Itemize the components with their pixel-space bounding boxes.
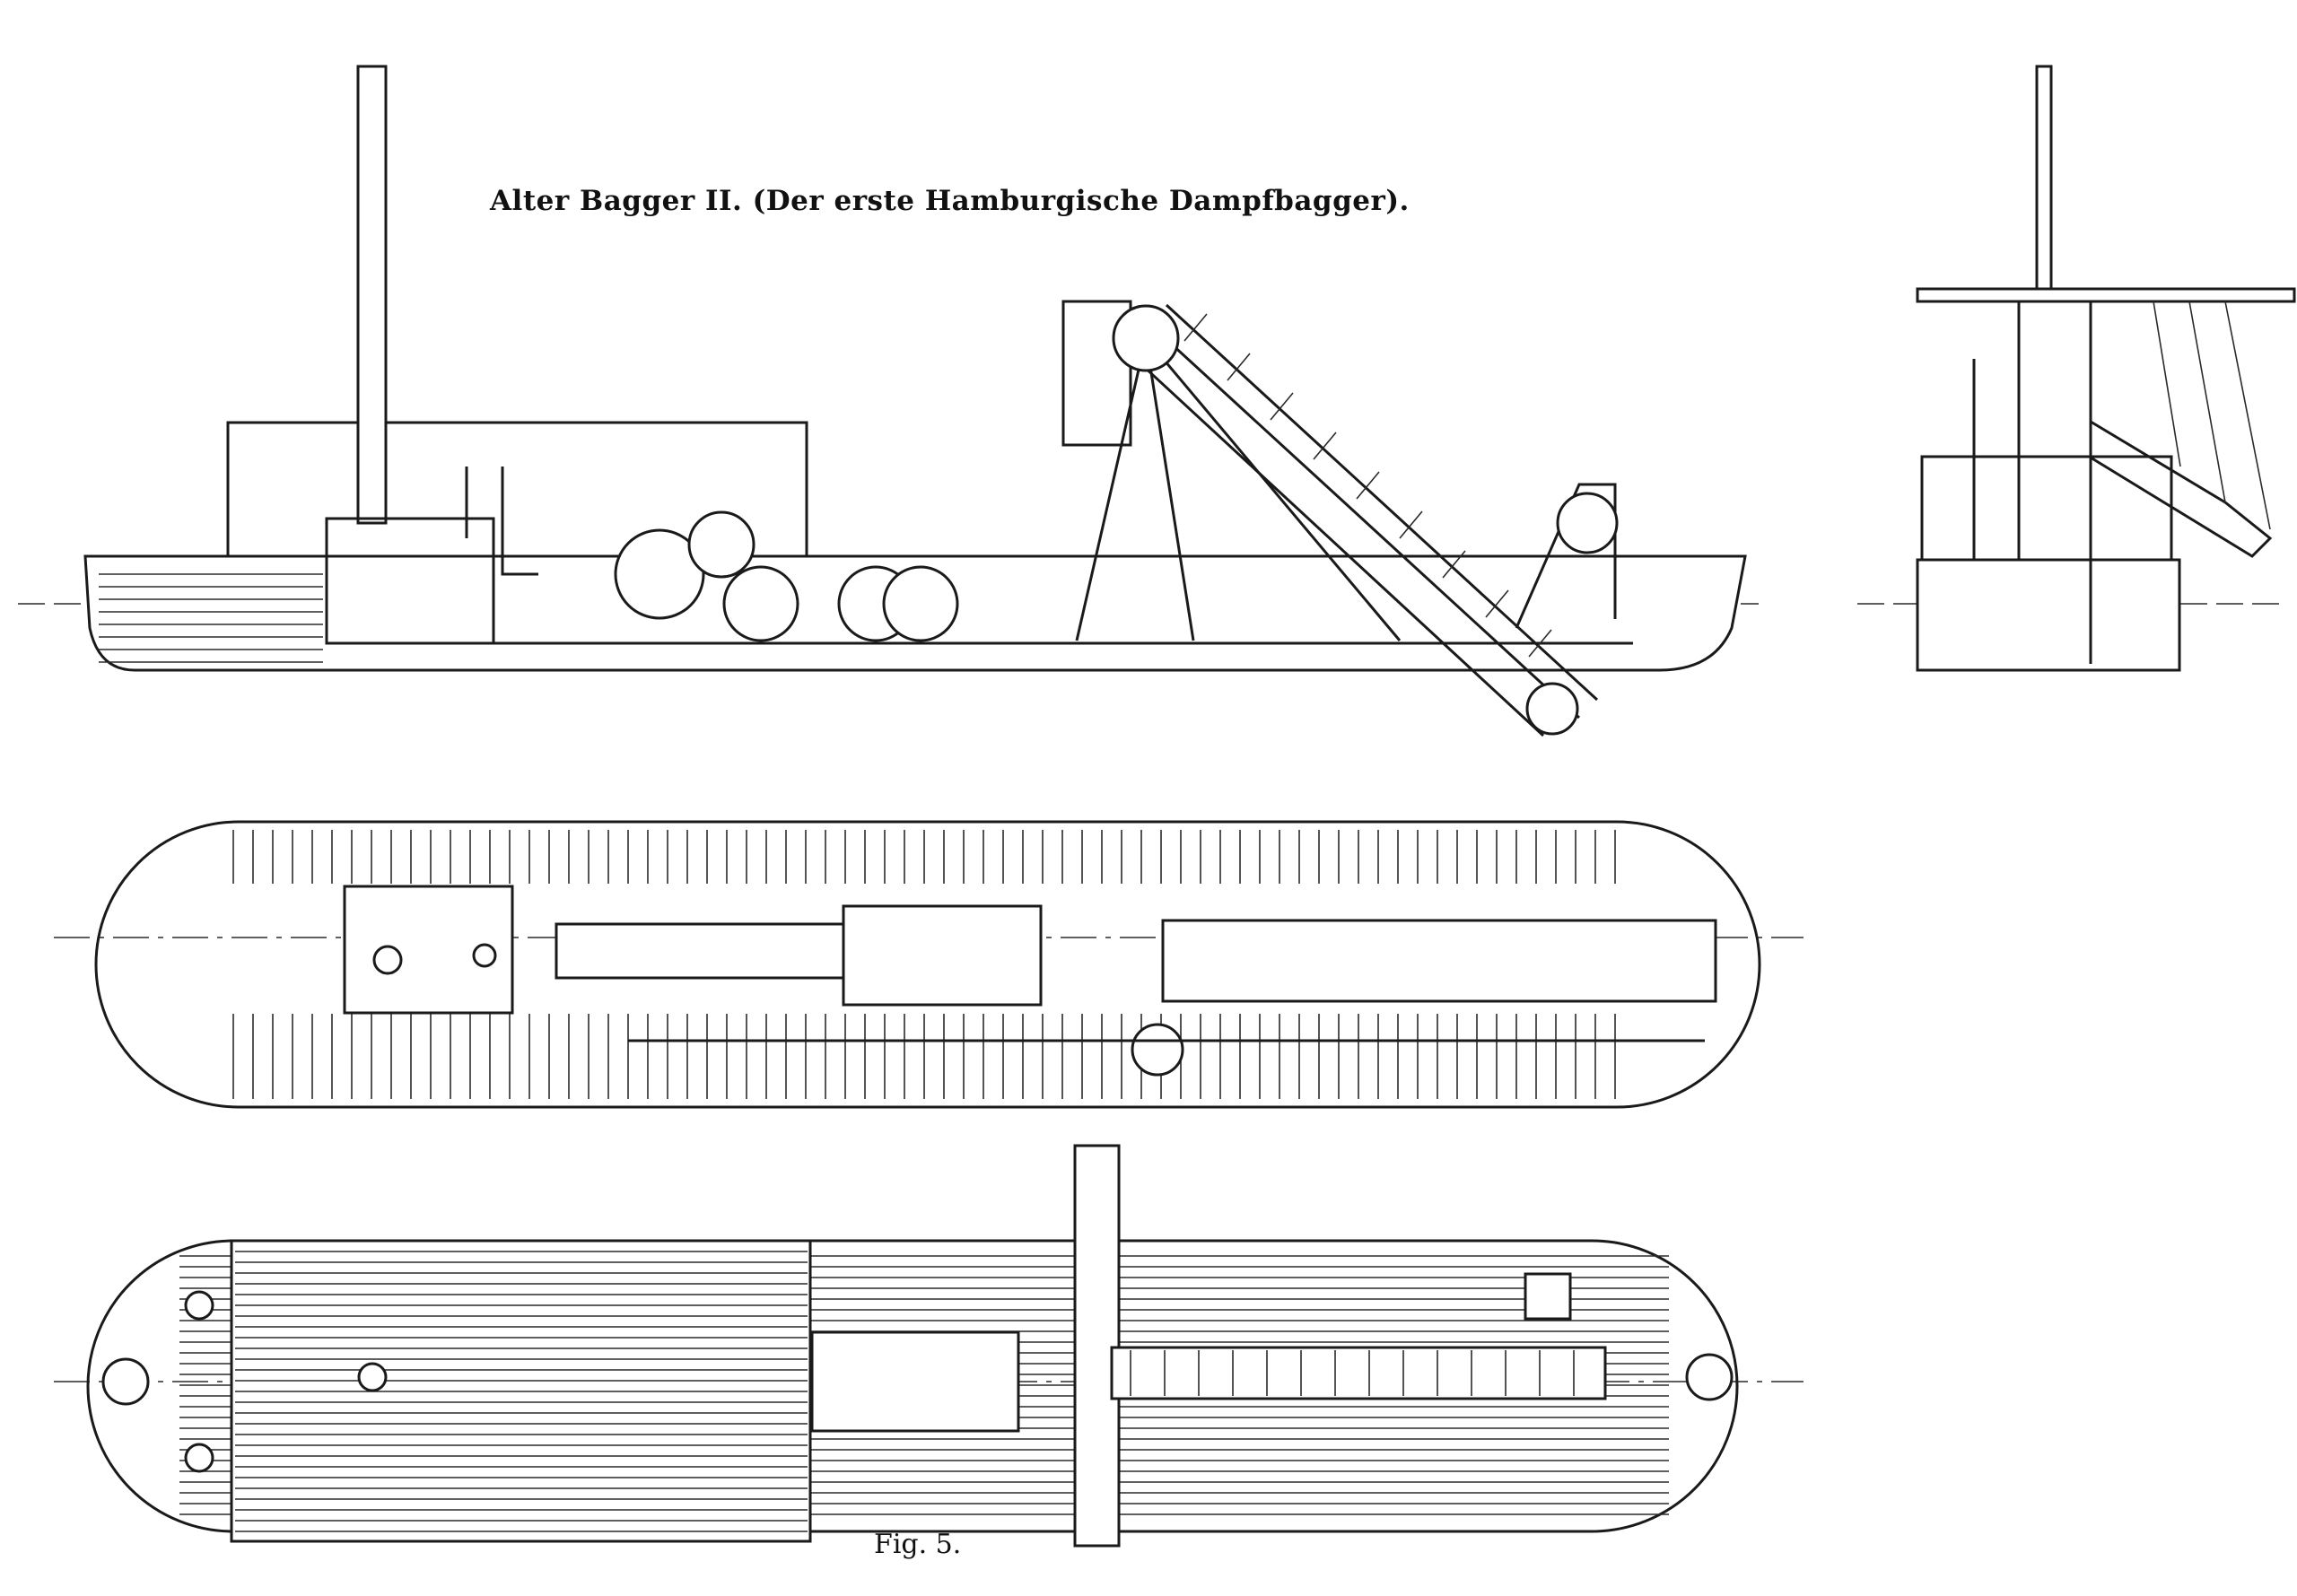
bucket — [1227, 353, 1251, 381]
bow-winch — [1685, 1353, 1734, 1401]
gear-wheel — [687, 510, 755, 579]
end-hull — [1916, 558, 2181, 672]
bucket-ladder — [1129, 303, 1599, 737]
ladder-well — [1161, 919, 1717, 1003]
rigging — [2153, 301, 2271, 530]
upper-tumbler — [1112, 304, 1180, 372]
top-deck — [1916, 287, 2296, 303]
end-cabin — [1920, 455, 2173, 562]
hull-outline — [94, 820, 1761, 1109]
gearbox — [842, 904, 1043, 1007]
winch-wheel — [1131, 1023, 1184, 1077]
end-ladder-chute — [2090, 420, 2273, 558]
bucket — [1399, 510, 1423, 539]
bucket — [1442, 550, 1466, 579]
bucket-chain — [1110, 1346, 1607, 1400]
end-frame — [1972, 301, 2092, 664]
gantry-post — [1073, 1144, 1121, 1548]
boiler — [343, 885, 514, 1015]
plan-view-deck — [54, 1144, 1804, 1548]
hull-outline — [86, 1239, 1739, 1533]
hull-planking — [99, 573, 323, 663]
chimney — [356, 65, 388, 525]
lower-tumbler — [1525, 682, 1579, 736]
gear-wheel — [882, 565, 959, 642]
bucket — [1183, 313, 1208, 342]
bucket — [1313, 432, 1337, 460]
end-elevation — [1857, 65, 2296, 672]
engine — [555, 922, 845, 980]
side-elevation — [18, 65, 1759, 737]
stern-winch — [101, 1357, 150, 1406]
ladder-stay — [1144, 337, 1402, 641]
engine-housing — [810, 1330, 1020, 1433]
buckets — [1183, 313, 1552, 658]
gantry-wheel — [1556, 492, 1619, 554]
drawing-title: Alter Bagger II. (Der erste Hamburgische… — [490, 185, 1410, 217]
gantry-frame — [1515, 483, 1617, 629]
bucket — [1528, 629, 1552, 658]
plan-view-hold — [54, 820, 1804, 1109]
figure-label: Fig. 5. — [874, 1529, 962, 1560]
gear-wheel — [722, 565, 799, 642]
steam-pipe — [465, 467, 538, 576]
flywheel — [614, 528, 705, 620]
bucket — [1485, 589, 1509, 618]
bucket — [1356, 471, 1380, 500]
bucket — [1270, 392, 1294, 421]
chimney — [2035, 65, 2053, 296]
